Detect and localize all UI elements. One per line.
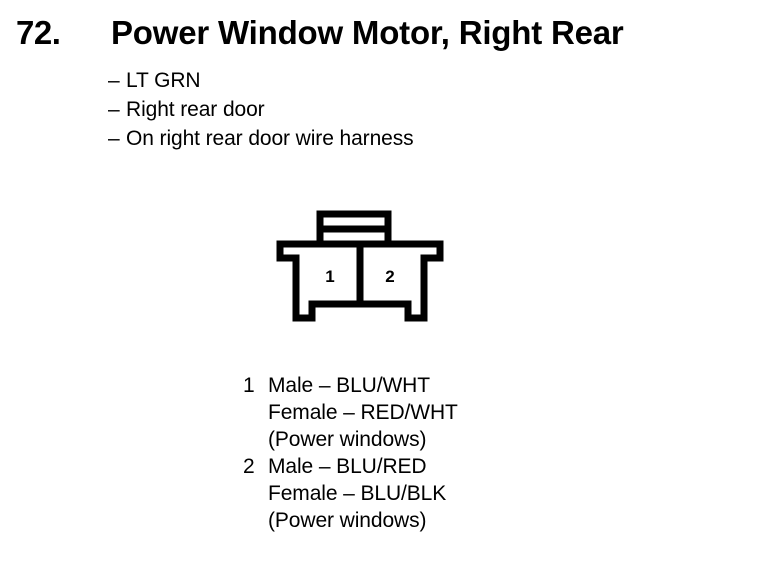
cavity-label-2: 2 <box>385 267 394 286</box>
pin-legend: 1 Male – BLU/WHT 1 Female – RED/WHT 1 (P… <box>243 372 643 534</box>
attribute-item-location: – Right rear door <box>108 95 708 124</box>
pin-legend-line: 2 Female – BLU/BLK <box>243 480 643 507</box>
connector-outline-icon: 1 2 <box>276 210 444 322</box>
page-title: Power Window Motor, Right Rear <box>111 14 624 51</box>
page-header: 72. Power Window Motor, Right Rear <box>16 14 752 58</box>
attribute-item-harness: – On right rear door wire harness <box>108 124 708 153</box>
pin-index-spacer: 2 <box>243 480 268 507</box>
pin-legend-line: 2 (Power windows) <box>243 507 643 534</box>
pin-index: 2 <box>243 455 255 478</box>
attribute-label: Right rear door <box>126 98 265 121</box>
attribute-label: LT GRN <box>126 69 201 92</box>
attribute-list: – LT GRN – Right rear door – On right re… <box>108 66 708 153</box>
pin-male-circuit: Male – BLU/WHT <box>268 374 430 397</box>
dash-bullet-icon: – <box>108 98 120 121</box>
pin-index-spacer: 1 <box>243 426 268 453</box>
pin-legend-line: 2 Male – BLU/RED <box>243 453 643 480</box>
pin-legend-group-2: 2 Male – BLU/RED 2 Female – BLU/BLK 2 (P… <box>243 453 643 534</box>
pin-index-spacer: 2 <box>243 507 268 534</box>
pin-male-circuit: Male – BLU/RED <box>268 455 427 478</box>
dash-bullet-icon: – <box>108 127 120 150</box>
attribute-item-wire-color: – LT GRN <box>108 66 708 95</box>
cavity-label-1: 1 <box>325 267 334 286</box>
pin-female-circuit: Female – BLU/BLK <box>268 482 447 505</box>
pin-legend-line: 1 Male – BLU/WHT <box>243 372 643 399</box>
connector-body-outline <box>276 240 444 322</box>
dash-bullet-icon: – <box>108 69 120 92</box>
pin-index: 1 <box>243 374 255 397</box>
pin-legend-line: 1 Female – RED/WHT <box>243 399 643 426</box>
item-number: 72. <box>16 14 61 51</box>
pin-female-circuit: Female – RED/WHT <box>268 401 458 424</box>
attribute-label: On right rear door wire harness <box>126 127 414 150</box>
connector-diagram: 1 2 <box>272 206 448 326</box>
pin-system-note: (Power windows) <box>268 428 427 451</box>
pin-index-spacer: 1 <box>243 399 268 426</box>
pin-legend-line: 1 (Power windows) <box>243 426 643 453</box>
pin-system-note: (Power windows) <box>268 509 427 532</box>
pin-legend-group-1: 1 Male – BLU/WHT 1 Female – RED/WHT 1 (P… <box>243 372 643 453</box>
